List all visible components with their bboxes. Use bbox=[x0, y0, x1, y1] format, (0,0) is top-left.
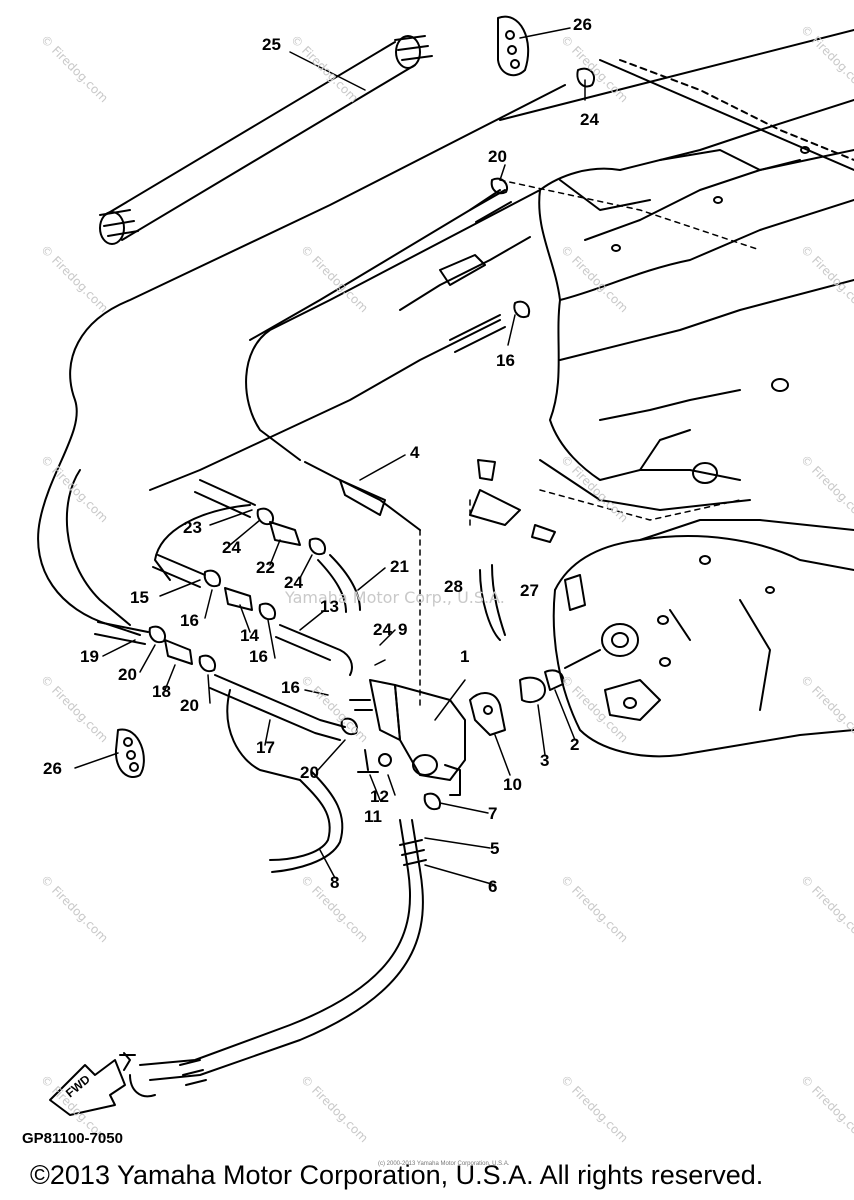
callout-26: 26 bbox=[43, 759, 62, 778]
callout-9: 9 bbox=[398, 620, 407, 639]
clamps bbox=[148, 67, 596, 811]
callout-17: 17 bbox=[256, 738, 275, 757]
callout-27: 27 bbox=[520, 581, 539, 600]
callout-16: 16 bbox=[180, 611, 199, 630]
callout-10: 10 bbox=[503, 775, 522, 794]
callout-20: 20 bbox=[118, 665, 137, 684]
callout-2: 2 bbox=[570, 735, 579, 754]
callout-16: 16 bbox=[281, 678, 300, 697]
watermark-text: © Firedog.com bbox=[558, 242, 631, 315]
callout-6: 6 bbox=[488, 877, 497, 896]
callout-23: 23 bbox=[183, 518, 202, 537]
watermark-text: © Firedog.com bbox=[38, 672, 111, 745]
watermark-text: © Firedog.com bbox=[558, 1072, 631, 1145]
short-hoses bbox=[94, 189, 512, 741]
watermark-text: © Firedog.com bbox=[38, 872, 111, 945]
callout-26: 26 bbox=[573, 15, 592, 34]
callout-4: 4 bbox=[410, 443, 420, 462]
engine-outline bbox=[499, 29, 854, 758]
callout-11: 11 bbox=[364, 807, 382, 826]
hose-lines bbox=[37, 84, 566, 636]
clip-26-top bbox=[497, 15, 530, 77]
watermark-center: Yamaha Motor Corp., U.S.A. bbox=[284, 588, 505, 607]
callout-18: 18 bbox=[152, 682, 171, 701]
callout-7: 7 bbox=[488, 804, 497, 823]
callout-21: 21 bbox=[390, 557, 409, 576]
callout-1: 1 bbox=[460, 647, 469, 666]
tube-25 bbox=[99, 35, 433, 245]
watermark-text: © Firedog.com bbox=[298, 242, 371, 315]
watermark-text: © Firedog.com bbox=[38, 242, 111, 315]
callout-22: 22 bbox=[256, 558, 275, 577]
callout-5: 5 bbox=[490, 839, 499, 858]
callout-12: 12 bbox=[370, 787, 389, 806]
callout-20: 20 bbox=[180, 696, 199, 715]
watermark-text: © Firedog.com bbox=[558, 672, 631, 745]
watermark-text: © Firedog.com bbox=[798, 872, 854, 945]
watermark-text: © Firedog.com bbox=[798, 22, 854, 95]
watermark-text: © Firedog.com bbox=[298, 1072, 371, 1145]
callout-20: 20 bbox=[488, 147, 507, 166]
fittings bbox=[164, 521, 301, 665]
hose-lower bbox=[139, 689, 427, 1086]
callout-16: 16 bbox=[496, 351, 515, 370]
callout-15: 15 bbox=[130, 588, 149, 607]
tiny-copyright: (c) 2000-2013 Yamaha Motor Corporation, … bbox=[378, 1161, 510, 1167]
copyright-footer: ©2013 Yamaha Motor Corporation, U.S.A. A… bbox=[30, 1160, 764, 1190]
watermark-text: © Firedog.com bbox=[798, 452, 854, 525]
callout-13: 13 bbox=[320, 597, 339, 616]
callout-8: 8 bbox=[330, 873, 339, 892]
cable-4 bbox=[304, 236, 531, 531]
callout-16: 16 bbox=[249, 647, 268, 666]
callout-leaders bbox=[74, 27, 586, 886]
watermark-text: © Firedog.com bbox=[798, 242, 854, 315]
callout-28: 28 bbox=[444, 577, 463, 596]
fwd-arrow bbox=[49, 1059, 126, 1116]
callout-20: 20 bbox=[300, 763, 319, 782]
watermark-text: © Firedog.com bbox=[558, 872, 631, 945]
watermark-text: © Firedog.com bbox=[38, 32, 111, 105]
callout-24: 24 bbox=[284, 573, 303, 592]
callout-25: 25 bbox=[262, 35, 281, 54]
callout-14: 14 bbox=[240, 626, 259, 645]
fwd-label: FWD bbox=[63, 1072, 93, 1101]
leader-lines bbox=[419, 179, 761, 711]
clip-26-left bbox=[114, 728, 145, 778]
callout-3: 3 bbox=[540, 751, 549, 770]
bolt-fwd bbox=[119, 1052, 156, 1098]
callouts: 25 26 24 20 16 4 23 24 22 24 21 28 27 15… bbox=[43, 15, 599, 896]
callout-24: 24 bbox=[580, 110, 599, 129]
callout-19: 19 bbox=[80, 647, 99, 666]
callout-24: 24 bbox=[373, 620, 392, 639]
watermark-text: © Firedog.com bbox=[798, 1072, 854, 1145]
watermark-text: © Firedog.com bbox=[558, 452, 631, 525]
oil-pump bbox=[349, 459, 601, 796]
watermark-text: © Firedog.com bbox=[298, 672, 371, 745]
callout-24: 24 bbox=[222, 538, 241, 557]
diagram-part-number: GP81100-7050 bbox=[22, 1130, 123, 1147]
